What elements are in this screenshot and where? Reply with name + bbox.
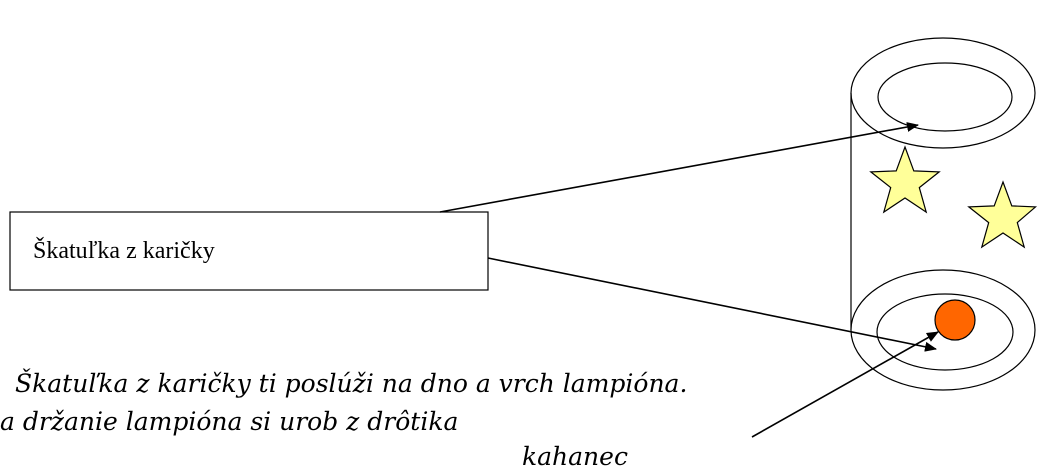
- lantern-top-outer-ellipse: [850, 37, 1036, 149]
- note-line-2: a držanie lampióna si urob z drôtika: [0, 407, 458, 436]
- lantern-top-inner-ellipse: [877, 62, 1013, 132]
- label-box: [9, 211, 489, 291]
- lantern-bottom-inner-ellipse: [876, 293, 1014, 371]
- arrow-to-top: [439, 122, 919, 213]
- arrow-to-bottom: [487, 257, 937, 352]
- candle-circle: [934, 299, 976, 341]
- label-box-text: Škatuľka z karičky: [33, 237, 215, 264]
- note-line-3: kahanec: [522, 442, 628, 471]
- arrow-to-candle: [751, 331, 939, 438]
- star-icon-right: [967, 180, 1038, 249]
- star-icon-left: [869, 145, 941, 214]
- note-line-1: Škatuľka z karičky ti poslúži na dno a v…: [15, 369, 687, 398]
